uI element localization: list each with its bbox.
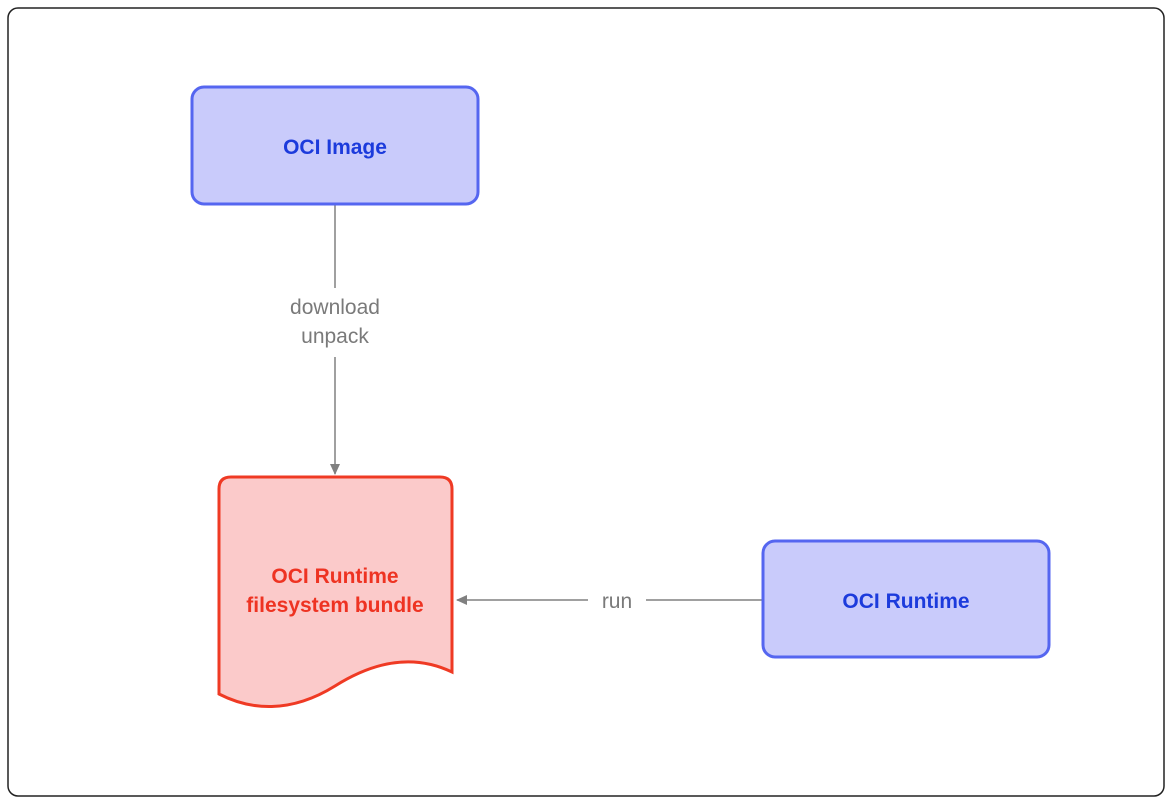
node-filesystem-bundle[interactable]: OCI Runtime filesystem bundle [217,475,454,708]
edge-label-download: download [290,296,380,319]
edge-label-run: run [602,590,632,613]
node-filesystem-bundle-shape [217,475,454,708]
node-oci-runtime-box [761,539,1051,659]
diagram-frame [7,7,1165,797]
node-filesystem-bundle-label-line2: filesystem bundle [246,594,423,617]
edge-download-unpack: download unpack [290,205,380,475]
node-oci-image-label: OCI Image [283,136,387,159]
node-oci-image[interactable]: OCI Image [190,85,480,206]
node-filesystem-bundle-label-line1: OCI Runtime [271,565,398,588]
node-oci-runtime[interactable]: OCI Runtime [761,539,1051,659]
node-oci-runtime-label: OCI Runtime [842,590,969,613]
edge-label-unpack: unpack [301,325,369,348]
node-oci-image-box [190,85,480,206]
edge-run: run [456,590,763,613]
